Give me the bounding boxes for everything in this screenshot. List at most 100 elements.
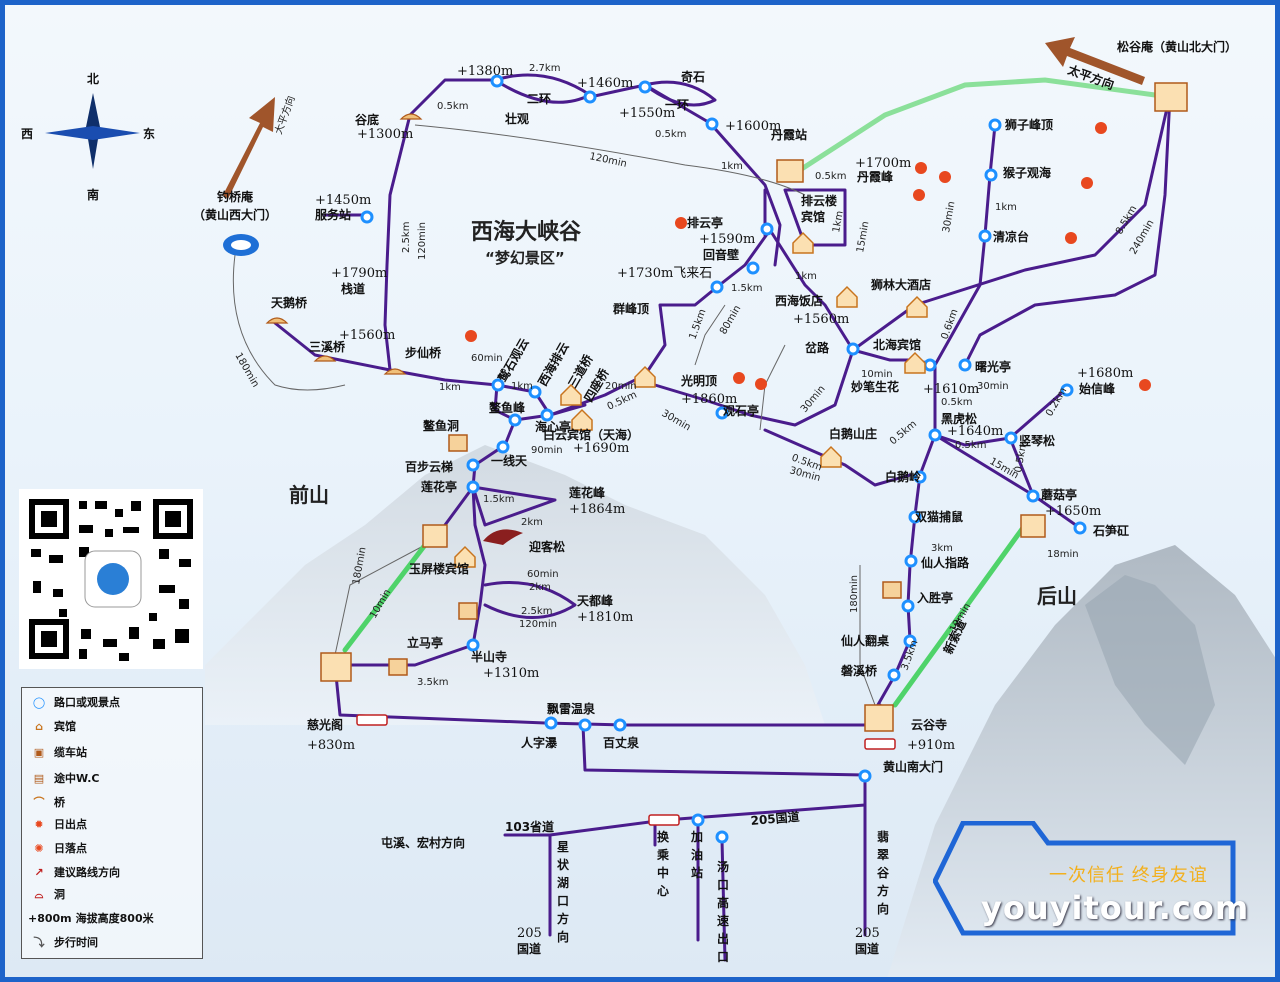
label-front-mountain: 前山 (289, 483, 329, 507)
label-south-gate: 黄山南大门 (883, 759, 943, 774)
legend-row-junction: ◯路口或观景点 (28, 694, 120, 710)
altitude-icon: +800m (28, 912, 72, 925)
label-zhandao-alt: +1790m (331, 266, 387, 281)
label-xing-2: 状 (557, 857, 570, 872)
label-yingkesong: 迎客松 (529, 539, 565, 554)
legend-row-sunset: ✺日落点 (28, 840, 87, 856)
compass-south: 南 (87, 187, 99, 202)
legend-label: 路口或观景点 (54, 696, 120, 709)
label-shuangmao: 双猫捕鼠 (915, 509, 963, 524)
label-paiyunting: 排云亭 (687, 215, 723, 230)
dist-0-5km-f: 0.5km (955, 440, 986, 451)
label-cui-3: 谷 (877, 865, 890, 880)
label-ciguangge: 慈光阁 (307, 717, 343, 732)
time-180min-a: 180min (232, 351, 261, 389)
time-30min-a: 30min (941, 200, 957, 233)
dist-1km-e: 1km (995, 202, 1017, 213)
dist-0-5km-b: 0.5km (655, 129, 686, 140)
label-p1600: +1600m (725, 119, 781, 134)
time-60min-b: 60min (527, 569, 559, 580)
compass-west: 西 (21, 127, 33, 141)
label-danxia-alt: +1700m (855, 156, 911, 171)
label-p1680: +1680m (1077, 366, 1133, 381)
label-p1460: +1460m (577, 76, 633, 91)
legend-row-bridge: ⌒桥 (28, 794, 66, 810)
label-xihai-alt: +1560m (793, 312, 849, 327)
label-jia-3: 站 (691, 865, 703, 880)
cave-icon: ⌓ (34, 888, 44, 901)
label-back-mountain: 后山 (1037, 584, 1077, 608)
label-aoyudong: 鳌鱼洞 (423, 418, 459, 433)
dist-1km-c: 1km (439, 382, 461, 393)
legend-label: 洞 (54, 888, 65, 901)
label-fenglei: 飘雷温泉 (547, 701, 596, 716)
label-baizhangquan: 百丈泉 (603, 735, 640, 750)
brand-slogan: 一次信任 终身友谊 (1049, 865, 1208, 886)
qr-code-pattern (29, 499, 193, 661)
dist-0-5km-g: 0.5km (1013, 441, 1029, 474)
label-huiyinbi: 回音壁 (703, 247, 739, 262)
label-tang-4: 速 (717, 913, 729, 928)
label-west-arrow-direction: 大平方向 (272, 94, 298, 136)
dist-3km: 3km (931, 543, 953, 554)
label-paiyun-alt: +1590m (699, 232, 755, 247)
legend-row-walk-time: ⤵步行时间 (28, 934, 99, 950)
label-huan-3: 中 (657, 865, 669, 880)
label-xihaifandian: 西海饭店 (775, 293, 823, 308)
qr-code (19, 489, 203, 669)
dist-0-5km-h: 0.5km (888, 419, 919, 448)
label-haixinting: 海心亭 (535, 419, 571, 434)
dist-8-5km: 8.5km (1114, 204, 1139, 237)
label-yungu-alt: +910m (907, 738, 955, 753)
label-west-gate: 钓桥庵 (217, 189, 254, 204)
dist-1-5km-b: 1.5km (687, 308, 708, 341)
time-30min-c: 30min (977, 381, 1009, 392)
label-lianhuating: 莲花亭 (421, 479, 457, 494)
legend-row-route-arrow: ↗建议路线方向 (28, 864, 120, 880)
label-tianezqiao: 天鹅桥 (271, 295, 308, 310)
label-huan-2: 乘 (656, 847, 669, 862)
dist-2km-a: 2km (521, 517, 543, 528)
label-yunguosi: 云谷寺 (911, 717, 947, 732)
road-labels: 103省道 205国道 屯溪、宏村方向 205 国道 205 国道 星 状 湖 … (381, 809, 890, 964)
label-cui-2: 翠 (877, 848, 889, 862)
sunrise-markers (465, 122, 1151, 391)
hotel-markers (454, 231, 928, 568)
dist-1-5km-a: 1.5km (731, 283, 762, 294)
legend-label: 日出点 (54, 818, 87, 831)
time-60min-a: 60min (471, 353, 503, 364)
dist-2-7km: 2.7km (529, 63, 560, 74)
dist-0-2km: 0.2km (1044, 386, 1069, 419)
label-xing-6: 向 (557, 929, 569, 944)
label-baieshanzhuang: 白鹅山庄 (829, 426, 877, 441)
label-p1380: +1380m (457, 64, 513, 79)
label-aoyufeng: 鳌鱼峰 (489, 400, 526, 415)
route-arrow-icon: ↗ (34, 866, 44, 879)
label-baiyun-hotel: 白云宾馆（天海） (543, 427, 639, 442)
legend-label: 海拔高度800米 (75, 912, 154, 925)
label-yihuan: 一环 (665, 98, 689, 112)
label-jia-2: 油 (691, 847, 703, 862)
label-tang-5: 出 (717, 931, 729, 946)
label-erhuan: 二环 (527, 92, 551, 106)
legend-label: 缆车站 (54, 746, 87, 759)
label-qingliangtai: 清凉台 (993, 229, 1029, 244)
dist-1km-d: 1km (511, 381, 533, 392)
dist-1-5km-c: 1.5km (483, 494, 514, 505)
label-shuguangting: 曙光亭 (975, 359, 1011, 374)
dist-0-5km-a: 0.5km (437, 101, 468, 112)
legend-row-hotel: ⌂宾馆 (28, 718, 76, 734)
time-15min-a: 15min (855, 220, 871, 253)
label-road-guodao-c: 国道 (855, 941, 879, 956)
legend-label: 桥 (54, 796, 65, 809)
label-fuwuzhan-alt: +1450m (315, 193, 371, 208)
label-p1650: +1650m (1045, 504, 1101, 519)
label-xing-4: 口 (557, 894, 569, 908)
label-tang-1: 汤 (717, 860, 729, 874)
label-danxiazhan: 丹霞站 (771, 127, 807, 142)
time-10min-a: 10min (861, 369, 893, 380)
west-gate-marker (223, 234, 259, 256)
label-ciguang-alt: +830m (307, 738, 355, 753)
hotel-icon: ⌂ (35, 720, 43, 733)
